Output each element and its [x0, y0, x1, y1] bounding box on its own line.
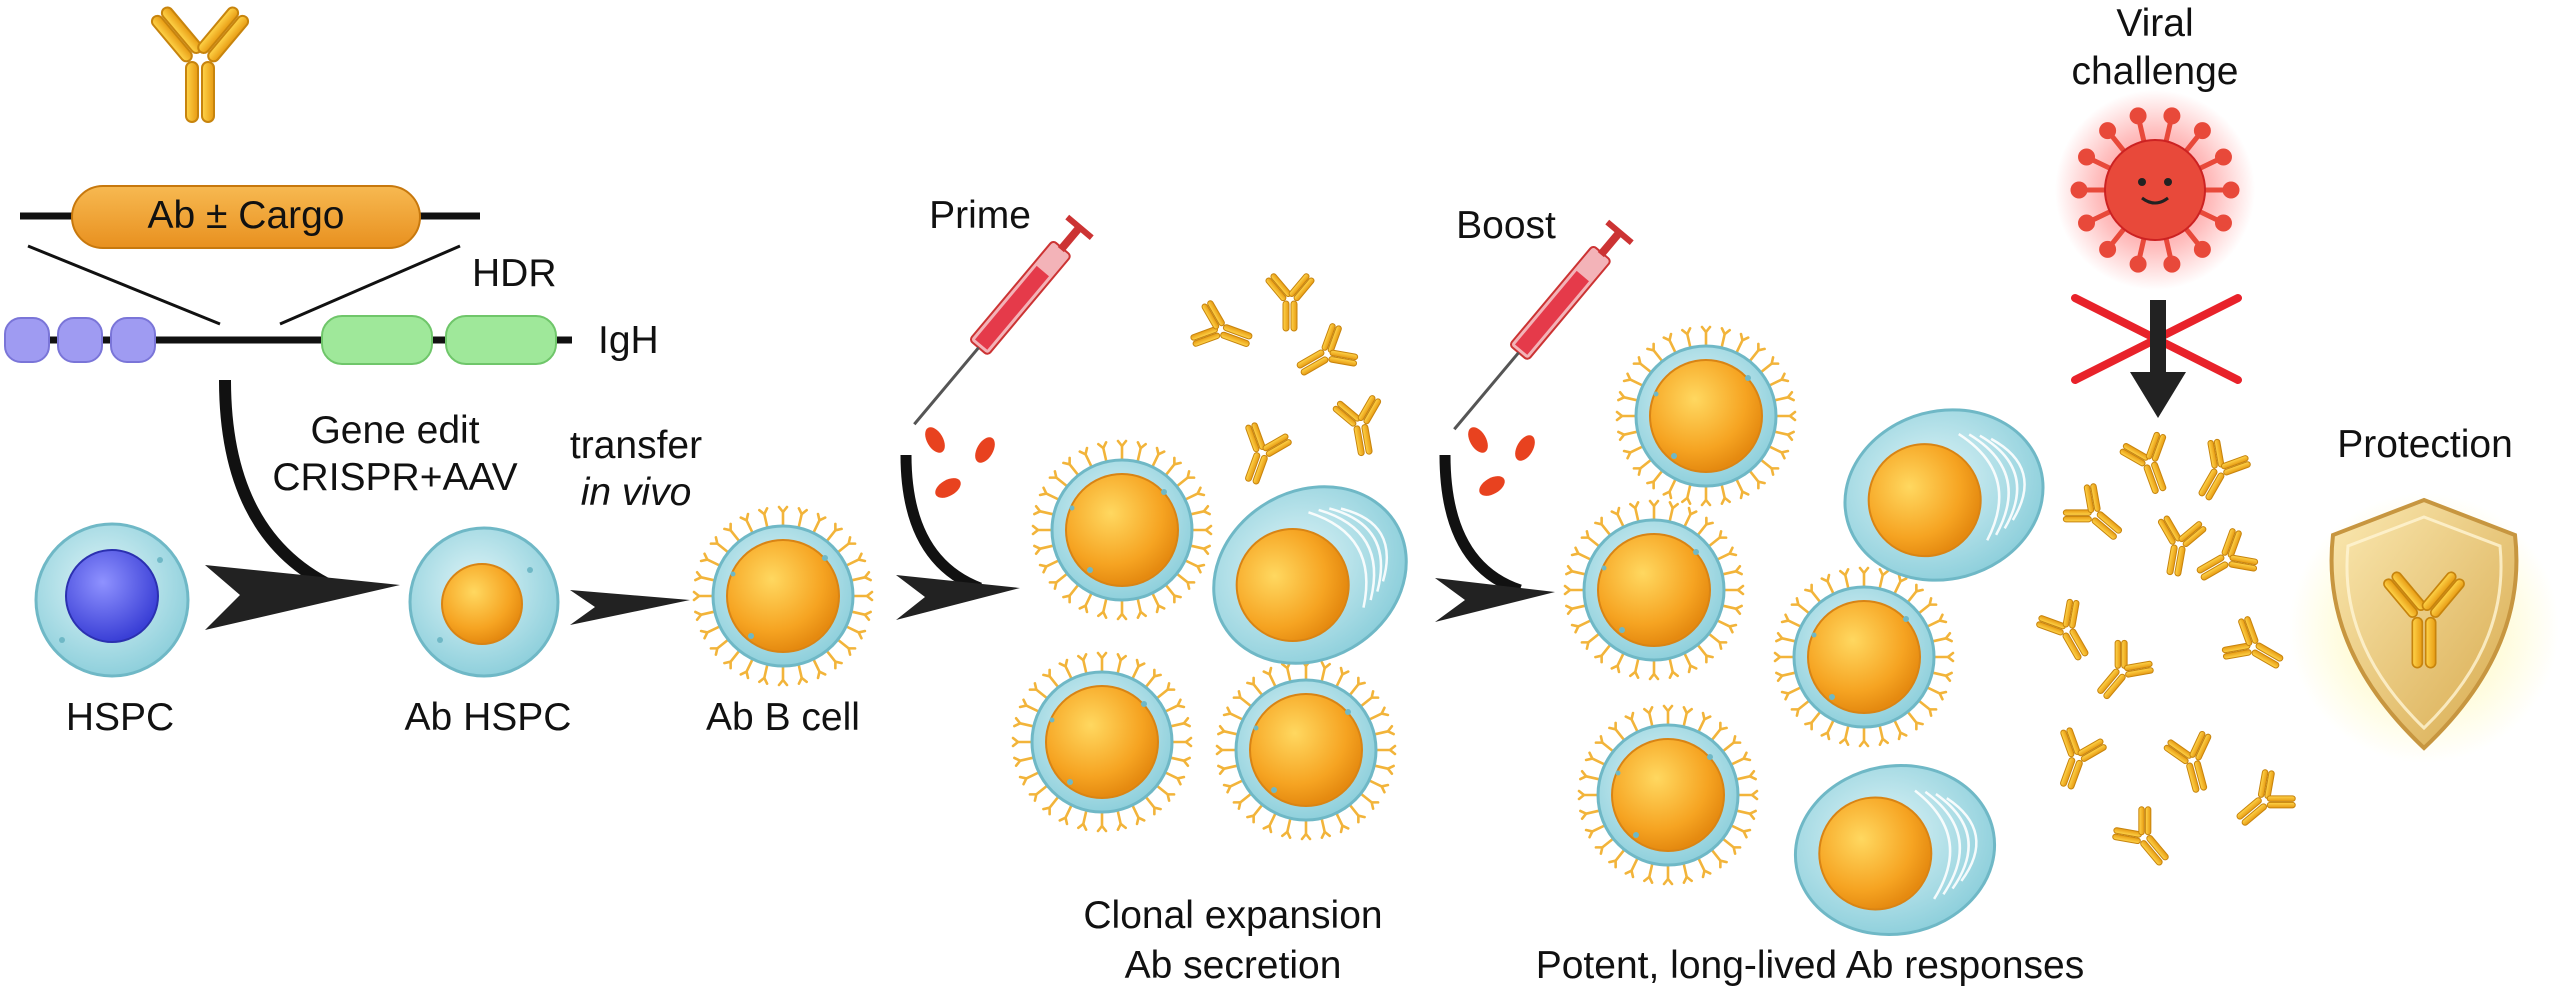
igh-label: IgH [598, 319, 659, 362]
transfer-line2: in vivo [581, 471, 692, 514]
ab-hspc-cell: Ab HSPC [405, 526, 572, 739]
prime-label: Prime [929, 194, 1031, 237]
responses-caption: Potent, long-lived Ab responses [1536, 944, 2085, 987]
transfer-line1: transfer [570, 424, 702, 467]
boost-label: Boost [1456, 204, 1556, 247]
construct-section: Ab ± Cargo HDR IgH [4, 4, 659, 365]
purple-exon [4, 317, 50, 363]
hspc-label: HSPC [66, 696, 174, 739]
gene-edit-line1: Gene edit [310, 409, 479, 452]
syringe-icon [913, 214, 1094, 426]
antibody-icon [2160, 727, 2226, 799]
green-exon [445, 315, 557, 365]
viral-challenge-group: Viral challenge [2055, 2, 2255, 418]
purple-exon [57, 317, 103, 363]
hdr-line-right [279, 244, 461, 326]
purple-exon [110, 317, 156, 363]
curved-arrow-icon [900, 454, 983, 594]
protection-group: Protection [2289, 423, 2559, 763]
antibody-field [2031, 427, 2302, 879]
antibody-icon [148, 4, 252, 123]
vaccine-drops [1468, 427, 1535, 496]
boost-step: Boost [1435, 204, 1634, 622]
syringe-icon [1453, 219, 1634, 431]
prime-step: Prime [896, 194, 1094, 620]
clonal-expansion-group: Clonal expansion Ab secretion [1011, 272, 1441, 987]
viral-label-line1: Viral [2116, 2, 2193, 45]
virus-icon [2055, 90, 2255, 290]
gene-edit-step: Gene edit CRISPR+AAV [205, 379, 518, 630]
shield-icon [2329, 497, 2519, 751]
arrow-icon [1435, 578, 1555, 622]
antibody-icon [2216, 611, 2294, 686]
antibody-icon [2031, 593, 2106, 671]
hdr-label: HDR [472, 252, 557, 295]
antibody-icon [2106, 800, 2184, 879]
transfer-step: transfer in vivo [570, 424, 702, 625]
protection-label: Protection [2337, 423, 2513, 466]
hdr-line-left [27, 244, 221, 326]
clonal-caption-line2: Ab secretion [1125, 944, 1342, 987]
antibody-icon [2115, 427, 2185, 501]
arrow-icon [2130, 372, 2186, 418]
arrow-icon [896, 575, 1020, 620]
antibody-icon [2042, 723, 2111, 797]
curved-arrow-icon [1439, 454, 1522, 596]
antibody-cluster [1186, 272, 1391, 492]
green-exon [321, 315, 433, 365]
ab-b-cell-label: Ab B cell [706, 696, 860, 739]
antibody-icon [2056, 477, 2135, 555]
arrow-icon [205, 565, 400, 630]
antibody-icon [2082, 633, 2160, 712]
ab-hspc-label: Ab HSPC [405, 696, 572, 739]
memory-response-group: Potent, long-lived Ab responses [1536, 325, 2085, 987]
clonal-caption-line1: Clonal expansion [1083, 894, 1382, 937]
cargo-box [71, 185, 421, 249]
hspc-cell: HSPC [34, 522, 190, 739]
ab-b-cell: Ab B cell [692, 505, 874, 739]
antibody-icon [2223, 763, 2302, 841]
vaccine-drops [925, 427, 995, 498]
antibody-icon [2181, 433, 2256, 511]
curved-arrow-icon [219, 379, 343, 596]
cargo-label: Ab ± Cargo [148, 194, 345, 237]
arrow-icon [570, 590, 690, 625]
gene-edit-line2: CRISPR+AAV [272, 456, 517, 499]
viral-label-line2: challenge [2072, 50, 2239, 93]
